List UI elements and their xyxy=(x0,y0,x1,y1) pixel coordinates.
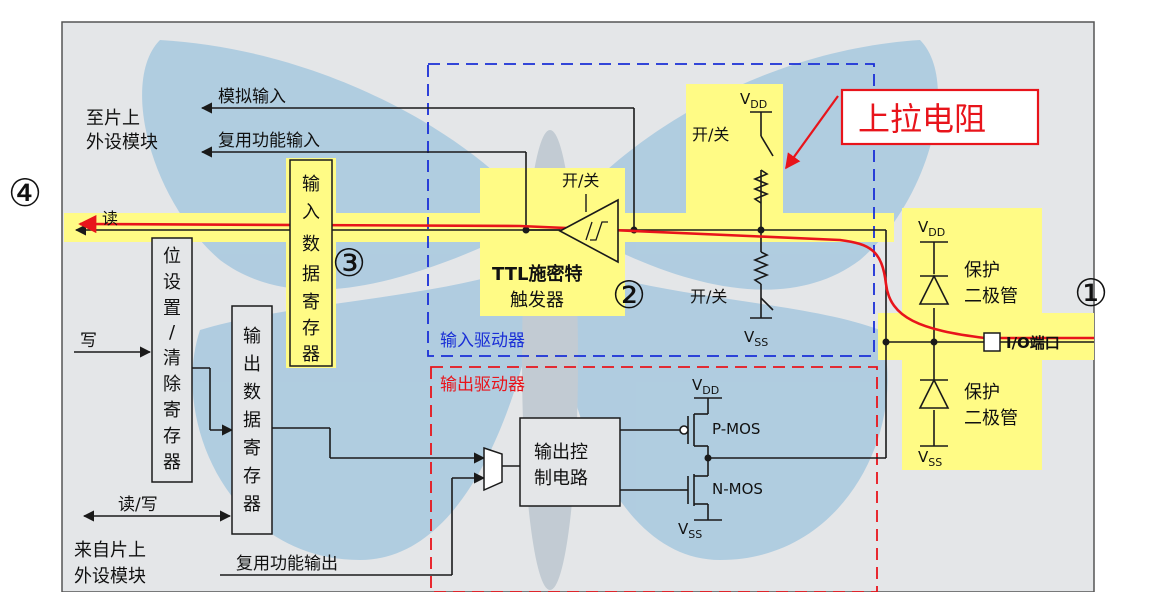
label-read: 读 xyxy=(102,209,118,228)
idr-char: 入 xyxy=(302,202,320,223)
bsrr-char: 置 xyxy=(163,298,181,319)
idr-label: 输 入 数 据 寄 存 器 xyxy=(302,174,320,365)
idr-char: 寄 xyxy=(302,292,320,313)
output-control-box xyxy=(519,417,621,507)
odr-label: 输 出 数 据 寄 存 器 xyxy=(243,326,261,515)
pull-up-callout-arrow xyxy=(785,95,839,170)
odr-char: 寄 xyxy=(243,438,261,459)
label-vss-mos: VSS xyxy=(678,520,702,541)
label-write: 写 xyxy=(80,331,97,351)
bsrr-label: 位 设 置 / 清 除 寄 存 器 xyxy=(163,246,181,473)
label-vdd-mos: VDD xyxy=(692,376,719,397)
idr-char: 数 xyxy=(302,234,320,255)
output-data-register-box xyxy=(231,305,273,535)
idr-char: 器 xyxy=(302,344,320,365)
odr-char: 数 xyxy=(243,382,261,403)
schmitt-trigger-symbol xyxy=(558,194,619,264)
nmos-transistor xyxy=(680,474,722,521)
label-alt-func-input: 复用功能输入 xyxy=(218,131,320,151)
pull-down-resistor xyxy=(750,251,774,319)
label-on-off-bottom: 开/关 xyxy=(690,287,727,306)
pmos-transistor xyxy=(679,397,722,447)
label-vss-diode: VSS xyxy=(918,448,942,469)
label-schmitt-1: TTL施密特 xyxy=(492,263,582,285)
idr-char: 据 xyxy=(302,264,320,285)
label-output-control-2: 制电路 xyxy=(534,468,588,489)
label-vss-pull: VSS xyxy=(744,328,768,349)
bsrr-char: 器 xyxy=(163,452,181,473)
bsrr-char: 除 xyxy=(163,374,181,395)
input-data-register-box xyxy=(289,159,333,367)
label-vdd-diode: VDD xyxy=(918,218,945,239)
pull-up-callout-box xyxy=(840,88,1040,146)
odr-char: 存 xyxy=(243,466,261,487)
label-analog-input: 模拟输入 xyxy=(218,87,286,107)
odr-char: 输 xyxy=(243,326,261,347)
pull-up-resistor xyxy=(750,111,774,204)
bsrr-char: / xyxy=(169,322,176,343)
protection-diodes xyxy=(918,274,950,409)
bsrr-char: 清 xyxy=(163,348,181,369)
bsrr-char: 位 xyxy=(163,246,181,267)
idr-char: 存 xyxy=(302,318,320,339)
label-read-write: 读/写 xyxy=(118,495,158,515)
label-to-onchip-2: 外设模块 xyxy=(86,132,158,153)
label-nmos: N-MOS xyxy=(712,480,763,498)
io-pad xyxy=(983,332,1001,352)
odr-char: 出 xyxy=(243,354,261,375)
label-protect-4: 二极管 xyxy=(964,408,1018,429)
marker-num-4: ④ xyxy=(8,171,42,215)
label-input-driver: 输入驱动器 xyxy=(440,331,525,351)
odr-char: 据 xyxy=(243,410,261,431)
marker-num-2: ② xyxy=(612,273,646,317)
label-pmos: P-MOS xyxy=(712,420,760,438)
label-schmitt-2: 触发器 xyxy=(510,290,564,311)
label-protect-2: 二极管 xyxy=(964,286,1018,307)
label-on-off-top: 开/关 xyxy=(692,125,729,144)
label-output-driver: 输出驱动器 xyxy=(440,375,525,395)
label-pull-up-resistor: 上拉电阻 xyxy=(858,100,986,138)
wires xyxy=(74,102,1094,576)
bit-set-reset-register-box xyxy=(151,237,193,483)
idr-char: 输 xyxy=(302,174,320,195)
read-signal-path xyxy=(78,214,1094,340)
bsrr-char: 设 xyxy=(163,272,181,293)
label-output-control-1: 输出控 xyxy=(534,442,588,463)
input-driver-box xyxy=(427,63,875,357)
label-from-onchip-2: 外设模块 xyxy=(74,566,146,587)
output-driver-box xyxy=(430,366,878,592)
bsrr-char: 寄 xyxy=(163,400,181,421)
output-mux xyxy=(483,446,503,492)
marker-num-3: ③ xyxy=(332,241,366,285)
text-labels: 至片上 外设模块 模拟输入 复用功能输入 读 写 读/写 来自片上 外设模块 复… xyxy=(8,87,1108,587)
bsrr-char: 存 xyxy=(163,426,181,447)
label-on-off-schmitt: 开/关 xyxy=(562,171,599,190)
label-to-onchip-1: 至片上 xyxy=(86,108,140,129)
label-from-onchip-1: 来自片上 xyxy=(74,540,146,561)
label-alt-func-output: 复用功能输出 xyxy=(236,554,338,574)
label-vdd-pull: VDD xyxy=(740,90,767,111)
label-protect-3: 保护 xyxy=(964,382,1000,403)
marker-num-1: ① xyxy=(1074,271,1108,315)
label-io-port: I/O端口 xyxy=(1006,334,1060,352)
odr-char: 器 xyxy=(243,494,261,515)
label-protect-1: 保护 xyxy=(964,260,1000,281)
